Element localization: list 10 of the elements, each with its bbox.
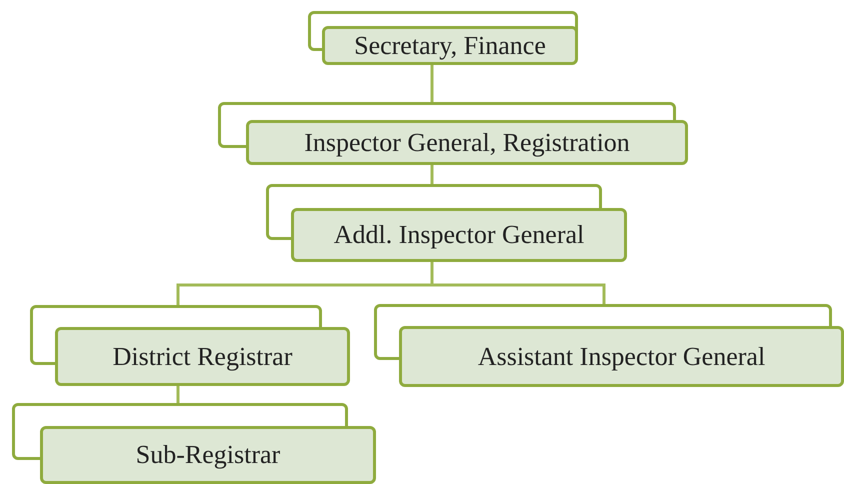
role-box: Sub-Registrar: [40, 426, 376, 484]
connector-line: [430, 262, 606, 304]
role-box: Assistant Inspector General: [399, 326, 844, 387]
connector-line: [430, 65, 434, 102]
role-box: Secretary, Finance: [322, 26, 578, 65]
connector-line: [430, 165, 434, 184]
role-box: Inspector General, Registration: [246, 120, 688, 165]
role-box: Addl. Inspector General: [291, 208, 627, 262]
role-box: District Registrar: [55, 327, 350, 386]
connector-line: [176, 386, 180, 403]
